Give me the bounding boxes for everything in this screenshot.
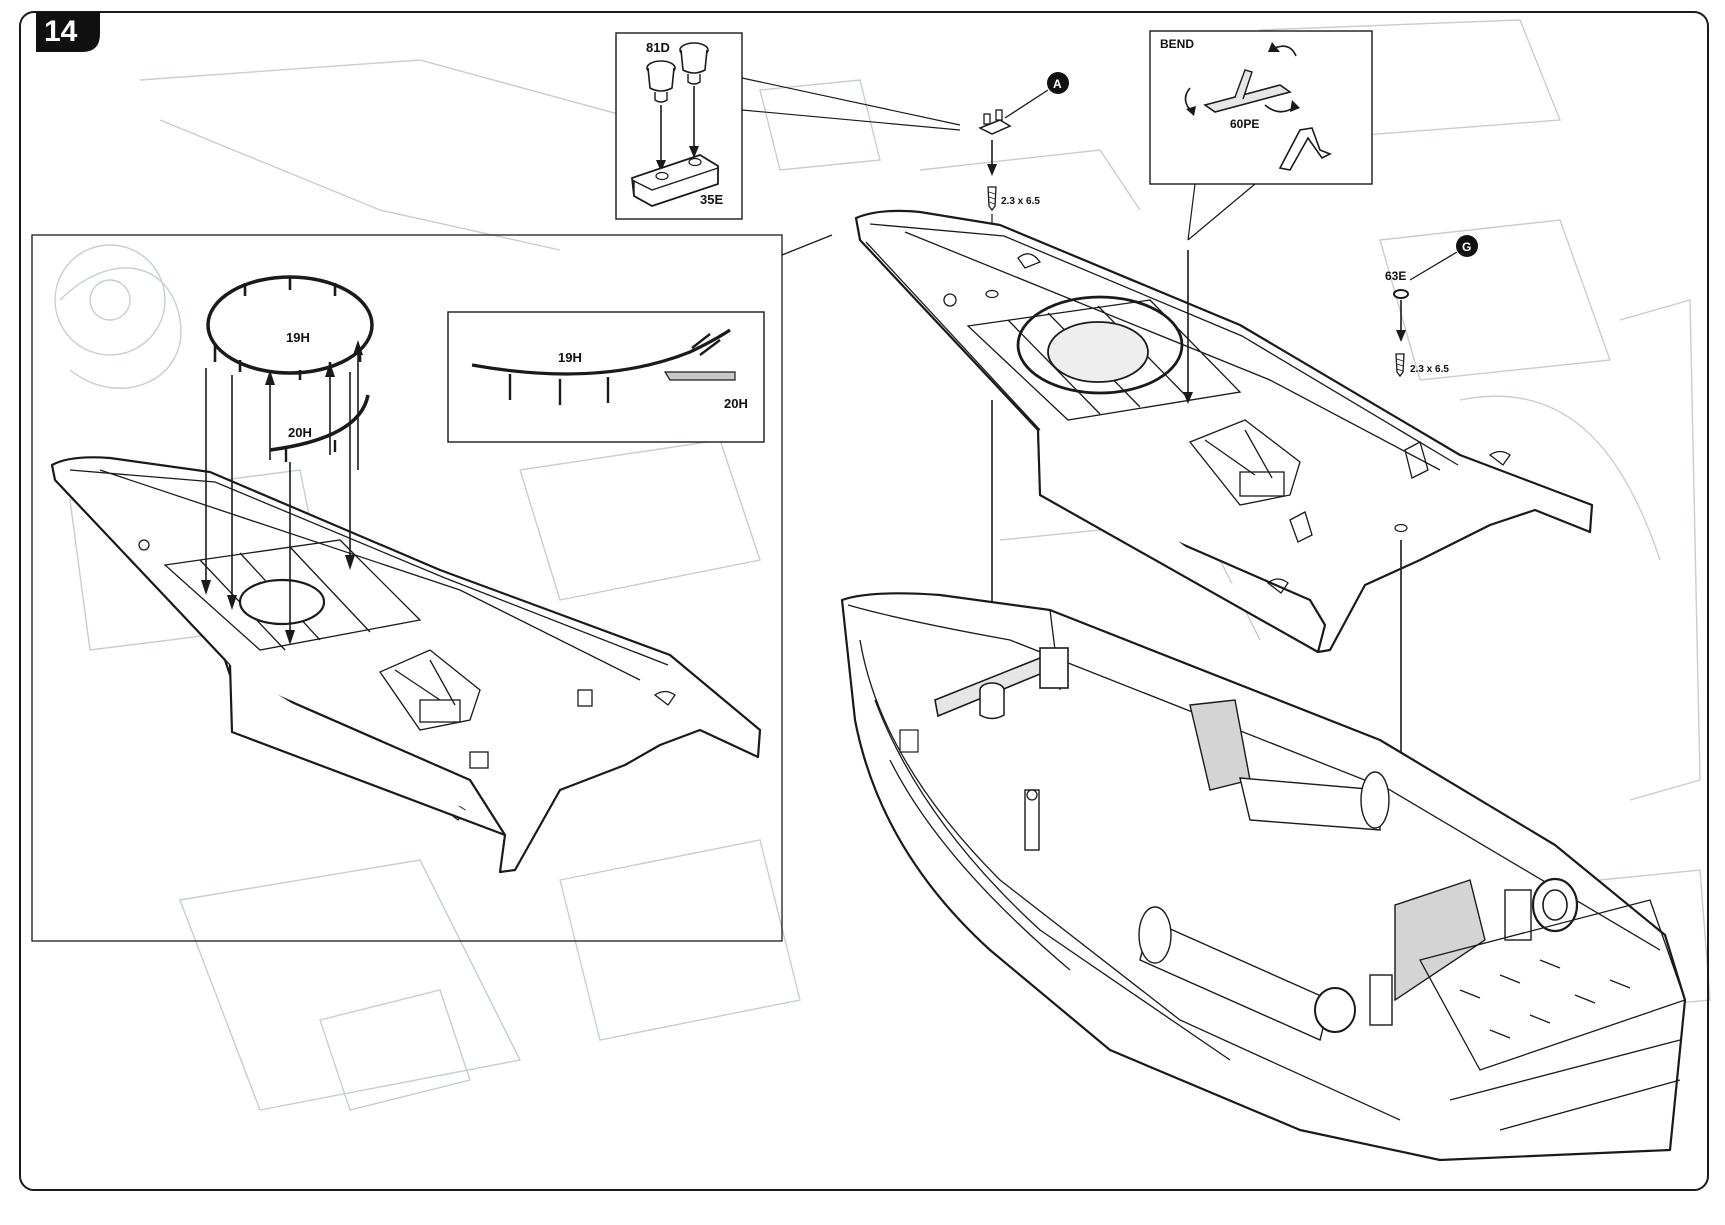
rail-detail-box: 19H 20H [447,311,765,443]
bollard-assembly-small [978,109,1012,176]
screw-a-size: 2.3 x 6.5 [1001,196,1040,207]
marker-a-letter: A [1053,77,1062,91]
detail-label-19h: 19H [558,350,582,365]
assembly-arrows-left [201,340,363,645]
ring-rail-19h: 19H [206,275,374,380]
part-label-20h: 20H [288,425,312,440]
page-frame [19,11,1709,1191]
left-assembly-panel: 19H 20H 19H 20H [31,234,833,942]
detail-label-20h: 20H [724,396,748,411]
step-number-badge: 14 [36,12,100,52]
screw-g: 2.3 x 6.5 [1395,353,1449,378]
part-label-63e: 63E [1385,269,1406,283]
step-number: 14 [44,15,78,48]
bend-detail-box: BEND 60PE [1149,30,1373,241]
part-label-35e: 35E [700,192,723,207]
bollard-cap [646,60,676,103]
hull-lower [840,592,1687,1162]
ring-rail-20h: 20H [269,394,370,462]
bollard-cap [679,42,709,85]
bend-label: BEND [1160,37,1194,51]
deck-plate-right [854,209,1594,654]
washer-63e [1393,289,1409,299]
part-label-60pe: 60PE [1230,117,1259,131]
part-label-19h: 19H [286,330,310,345]
part-label-81d: 81D [646,40,670,55]
marker-g-letter: G [1462,240,1471,254]
bollard-detail-box: 81D 35E [615,32,961,220]
marker-a: A [1004,72,1069,119]
deck-plate-left [50,456,762,874]
screw-g-size: 2.3 x 6.5 [1410,364,1449,375]
marker-g: G 63E [1385,235,1478,342]
